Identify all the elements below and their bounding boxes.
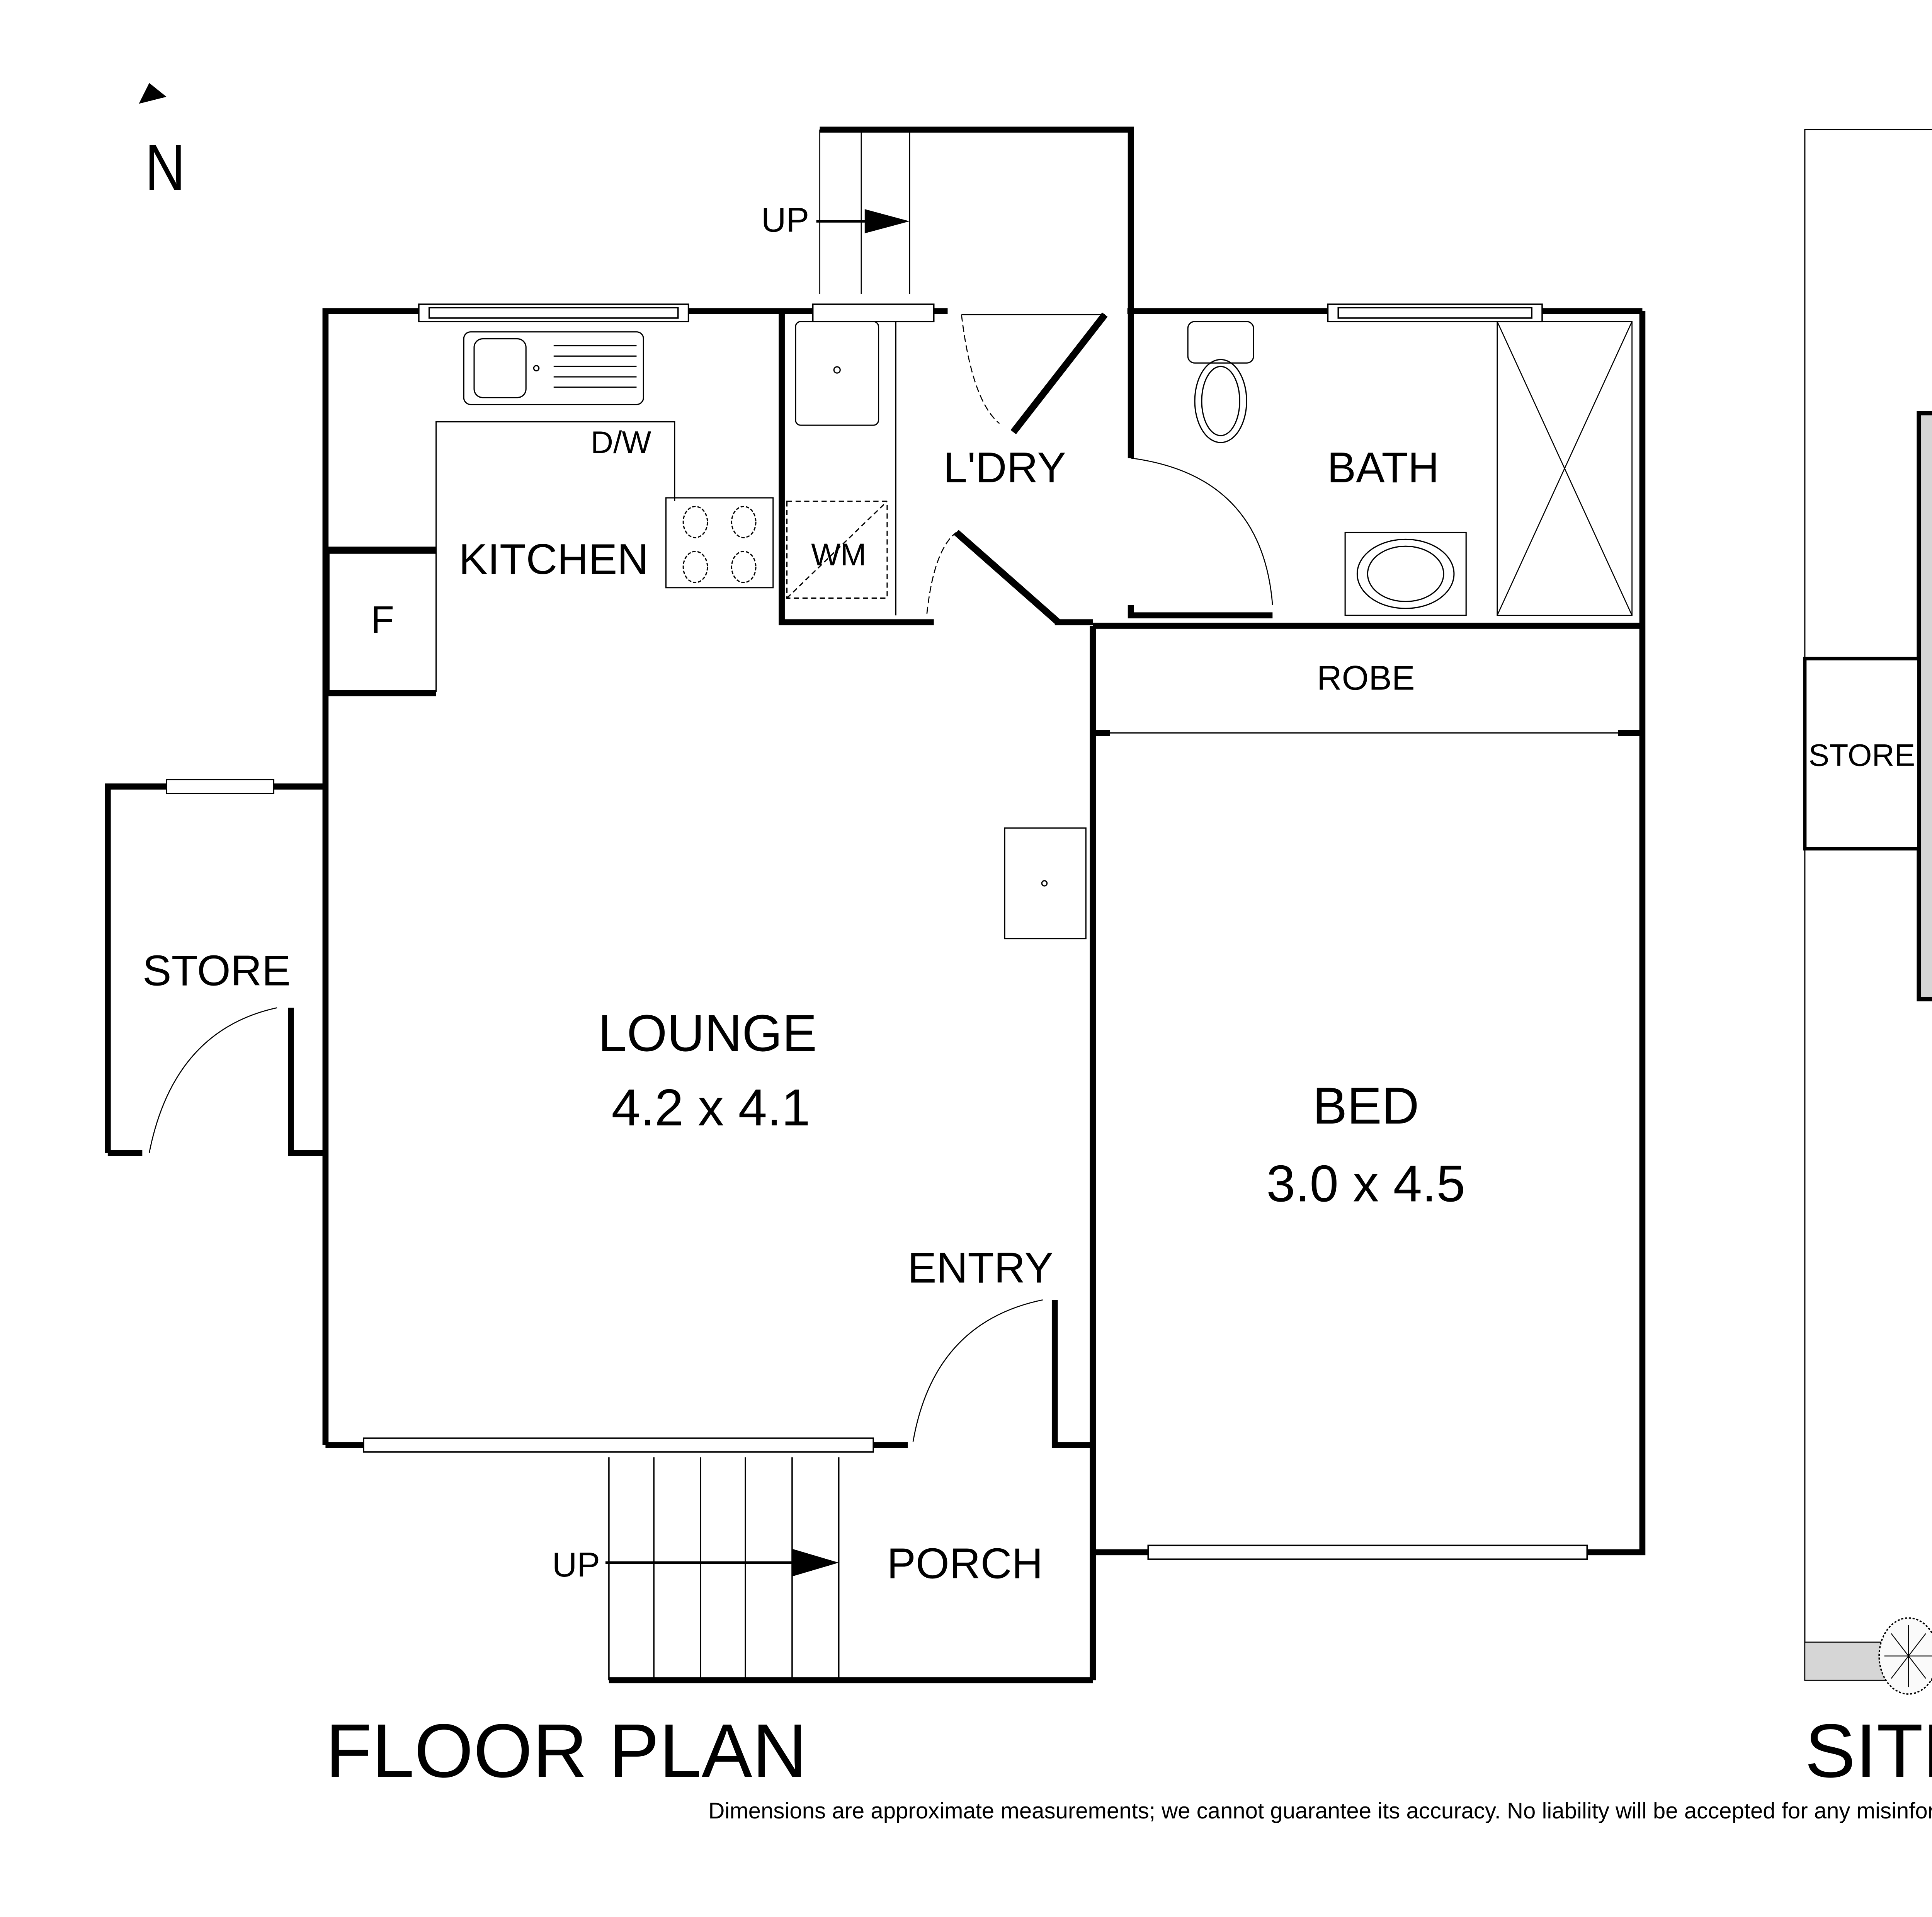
washing-machine-label: WM: [811, 538, 866, 572]
rear-stair-up-label: UP: [761, 200, 809, 239]
floor-plan-labels: UP D/W KITCHEN F L'DRY WM BATH ROBE STOR…: [143, 200, 1465, 1793]
site-plan-title: SITE PLAN: [1805, 1708, 1932, 1793]
dishwasher-label: D/W: [591, 425, 651, 460]
washing-machine: [786, 501, 888, 599]
windows: [166, 303, 1588, 1560]
entry-label: ENTRY: [908, 1244, 1053, 1292]
lounge-label: LOUNGE: [598, 1004, 817, 1062]
bath-label: BATH: [1327, 443, 1439, 492]
porch-stairs: [605, 1457, 840, 1680]
floor-plan-title: FLOOR PLAN: [325, 1708, 807, 1793]
trees: [1878, 1617, 1932, 1695]
site-store-label: STORE: [1809, 738, 1915, 773]
bed-label: BED: [1313, 1077, 1419, 1135]
bath-door-swing: [1131, 457, 1273, 605]
laundry-door-swing: [961, 314, 1000, 424]
store-label: STORE: [143, 946, 291, 994]
store-door-swing: [148, 1007, 277, 1153]
robe-label: ROBE: [1317, 659, 1415, 697]
toilet: [1187, 321, 1254, 443]
shower: [1497, 321, 1633, 616]
laundry-trough: [795, 321, 896, 616]
porch-label: PORCH: [887, 1539, 1043, 1587]
rear-stair-enclosure: [816, 126, 1134, 315]
fridge-label: F: [371, 598, 394, 641]
entry-door-swing: [912, 1299, 1043, 1442]
disclaimer-text: Dimensions are approximate measurements;…: [708, 1798, 1932, 1823]
vanity-basin: [1344, 531, 1467, 616]
porch-stair-up-label: UP: [552, 1545, 600, 1584]
cooktop: [665, 497, 774, 589]
north-arrow: N: [139, 83, 185, 204]
site-boundary: [1804, 129, 1932, 1681]
dwelling-footprint: [1917, 411, 1932, 1001]
laundry-label: L'DRY: [943, 443, 1066, 492]
laundry-door-swing-lower: [926, 532, 957, 614]
north-arrow-icon: [139, 83, 167, 104]
up-arrow-icon: [864, 209, 910, 233]
bed-dimensions: 3.0 x 4.5: [1267, 1155, 1466, 1212]
fridge-box: [328, 552, 437, 692]
site-plan: UP DWELLING STORE UP PORCH SITE PLAN: [1803, 129, 1932, 1793]
lounge-dimensions: 4.2 x 4.1: [611, 1079, 810, 1137]
tree-icon: [1878, 1617, 1932, 1695]
exterior-walls: [105, 308, 1646, 1684]
north-label: N: [145, 131, 185, 204]
lounge-basin: [1004, 827, 1087, 940]
kitchen-label: KITCHEN: [459, 535, 648, 583]
site-store: [1803, 657, 1921, 851]
kitchen-sink: [463, 331, 644, 405]
up-arrow-icon: [792, 1549, 839, 1577]
floor-plan: [105, 126, 1646, 1684]
